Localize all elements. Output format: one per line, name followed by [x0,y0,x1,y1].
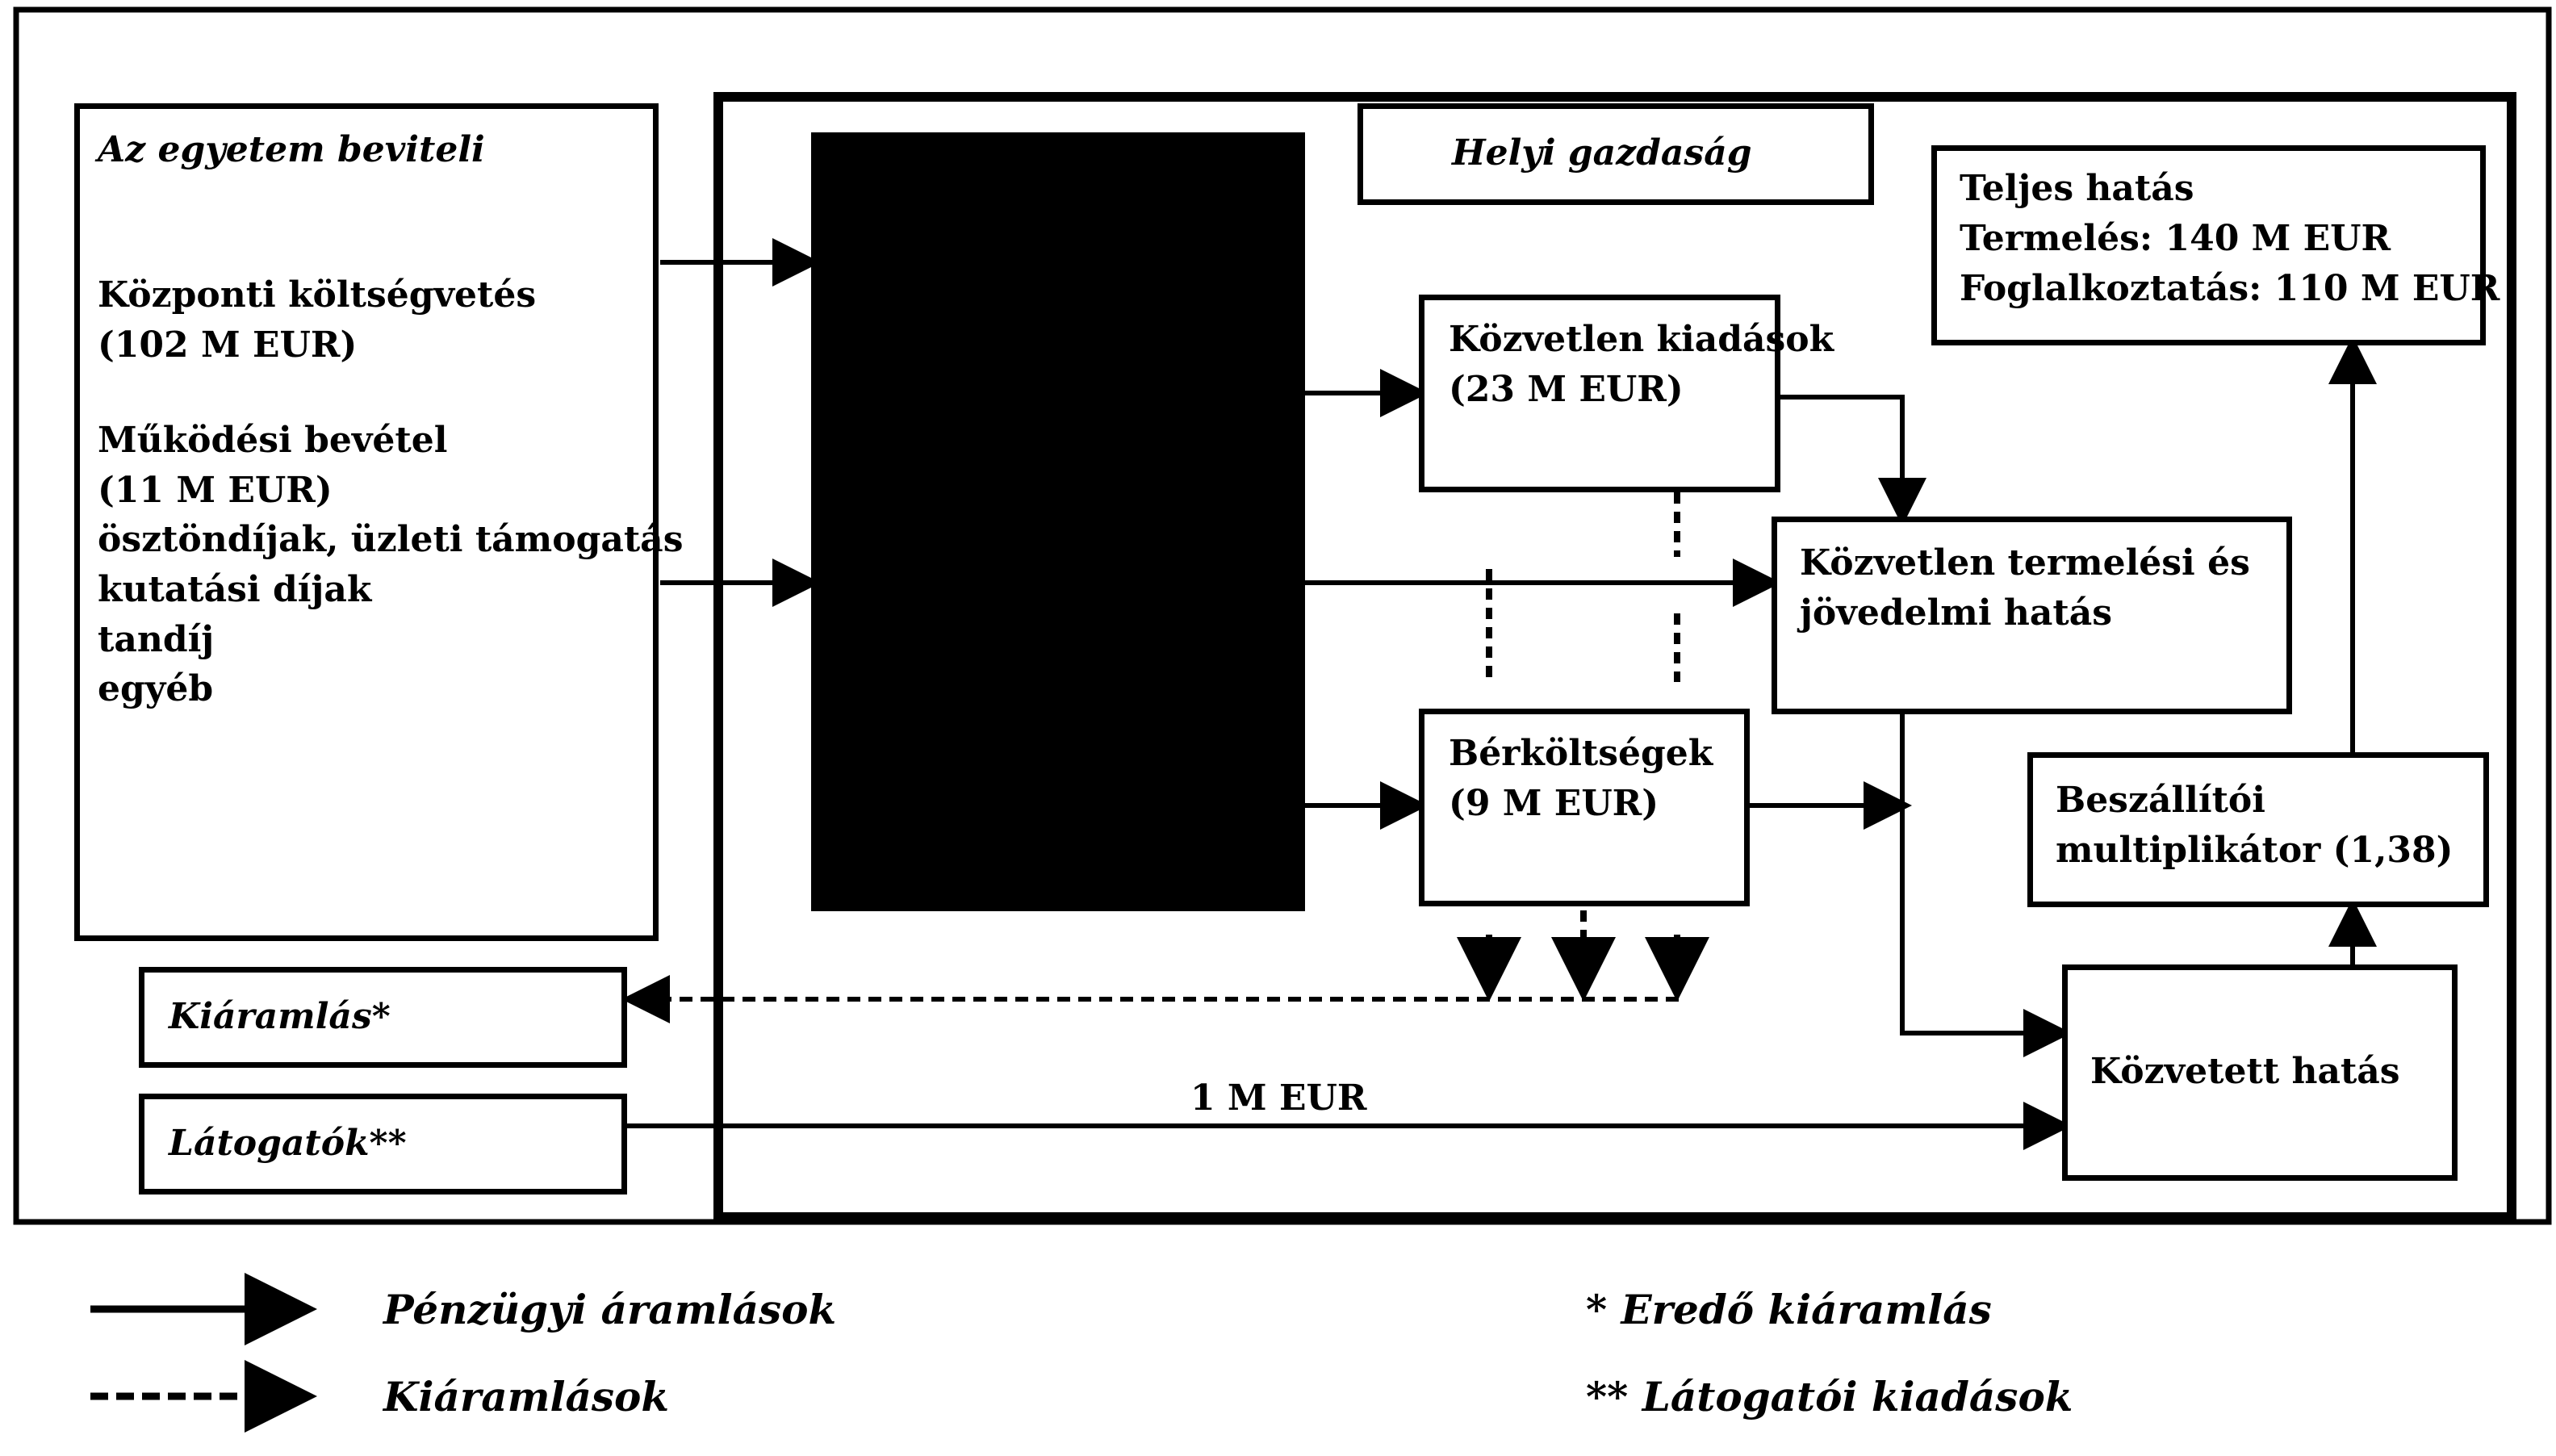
supplier-multiplier-line-1: Beszállítói [2056,780,2265,821]
wages-line-2: (9 M EUR) [1449,783,1659,824]
university-inputs-box: Az egyetem beviteli Központi költségveté… [74,103,683,941]
own-revenue-line-5: tandíj [98,619,215,660]
direct-impact-line-1: Közvetlen termelési és [1800,542,2250,584]
supplier-multiplier-line-2: multiplikátor (1,38) [2056,830,2454,871]
regional-economy-box: Helyi gazdaság [1357,103,1874,205]
total-impact-line-1: Teljes hatás [1960,168,2194,209]
indirect-impact-box: Közvetett hatás [2062,964,2458,1181]
economy-frame [713,92,2516,1222]
wages-box: Bérköltségek (9 M EUR) [1419,709,1750,906]
central-budget-line-2: (102 M EUR) [98,324,358,366]
own-revenue-line-3: ösztöndíjak, üzleti támogatás [98,519,684,560]
direct-expenses-line-2: (23 M EUR) [1449,369,1684,410]
visitors-box: Látogatók** [139,1094,627,1195]
legend-dashed-label: Kiáramlások [383,1373,670,1420]
own-revenue-line-2: (11 M EUR) [98,470,333,511]
direct-expenses-box: Közvetlen kiadások (23 M EUR) [1419,295,1834,492]
flow-arrow [1780,395,1926,526]
supplier-multiplier-box: Beszállítói multiplikátor (1,38) [2027,752,2489,907]
legend-note-2: ** Látogatói kiadások [1586,1373,2073,1420]
regional-economy-title: Helyi gazdaság [1452,132,1752,174]
direct-expenses-line-1: Közvetlen kiadások [1449,319,1834,360]
central-budget-line-1: Központi költségvetés [98,274,537,316]
university-inputs-title: Az egyetem beviteli [98,129,485,170]
leakage-box: Kiáramlás* [139,967,627,1068]
total-impact-box: Teljes hatás Termelés: 140 M EUR Foglalk… [1931,145,2500,345]
own-revenue-line-1: Működési bevétel [98,420,448,461]
direct-impact-box: Közvetlen termelési és jövedelmi hatás [1772,517,2292,714]
visitors-flow-label: 1 M EUR [1190,1077,1367,1119]
indirect-impact-label: Közvetett hatás [2090,1051,2400,1092]
leakage-label: Kiáramlás* [169,996,391,1037]
own-revenue-line-4: kutatási díjak [98,569,372,610]
redacted-block [811,132,1305,911]
visitors-label: Látogatók** [169,1123,407,1164]
wages-line-1: Bérköltségek [1449,733,1713,774]
own-revenue-line-6: egyéb [98,668,214,709]
legend-note-1: * Eredő kiáramlás [1586,1286,1992,1333]
legend-solid-label: Pénzügyi áramlások [383,1286,837,1333]
flow-arrow [1900,714,2072,1057]
total-impact-line-2: Termelés: 140 M EUR [1960,218,2391,259]
direct-impact-line-2: jövedelmi hatás [1800,592,2112,634]
total-impact-line-3: Foglalkoztatás: 110 M EUR [1960,268,2500,309]
